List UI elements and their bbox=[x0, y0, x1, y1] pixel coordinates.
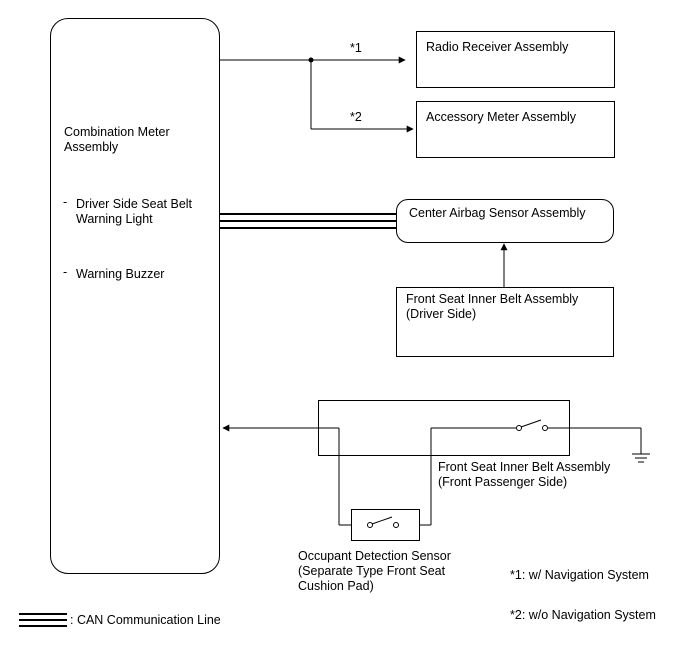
front-seat-passenger-box bbox=[318, 400, 570, 456]
warning-buzzer-label: Warning Buzzer bbox=[76, 267, 165, 281]
radio-receiver-label: Radio Receiver Assembly bbox=[426, 40, 569, 54]
front-seat-driver-box bbox=[396, 287, 614, 357]
combination-meter-box bbox=[50, 18, 220, 574]
legend-can-label: : CAN Communication Line bbox=[70, 613, 221, 627]
bullet-2: - bbox=[63, 265, 68, 279]
note-2: *2: w/o Navigation System bbox=[510, 608, 656, 622]
radio-receiver-box bbox=[416, 31, 615, 88]
accessory-meter-box bbox=[416, 101, 615, 158]
combination-meter-title-line1: Combination Meter bbox=[64, 125, 170, 139]
marker-1: *1 bbox=[350, 41, 362, 55]
bullet-1: - bbox=[63, 195, 68, 209]
front-seat-driver-line2: (Driver Side) bbox=[406, 307, 477, 321]
front-seat-driver-line1: Front Seat Inner Belt Assembly bbox=[406, 292, 579, 306]
accessory-meter-label: Accessory Meter Assembly bbox=[426, 110, 577, 124]
marker-2: *2 bbox=[350, 110, 362, 124]
driver-seat-belt-light-line1: Driver Side Seat Belt bbox=[76, 197, 193, 211]
occupant-sensor-box bbox=[351, 509, 420, 541]
occupant-sensor-line3: Cushion Pad) bbox=[298, 579, 374, 593]
occupant-switch-icon bbox=[367, 516, 399, 528]
legend-can-icon bbox=[19, 613, 67, 627]
center-airbag-label: Center Airbag Sensor Assembly bbox=[409, 206, 586, 220]
can-line bbox=[219, 213, 396, 229]
occupant-sensor-line2: (Separate Type Front Seat bbox=[298, 564, 446, 578]
front-seat-passenger-line2: (Front Passenger Side) bbox=[438, 475, 568, 489]
occupant-sensor-line1: Occupant Detection Sensor bbox=[298, 549, 451, 563]
ground-icon bbox=[632, 428, 650, 463]
front-seat-passenger-line1: Front Seat Inner Belt Assembly bbox=[438, 460, 611, 474]
combination-meter-title-line2: Assembly bbox=[64, 140, 119, 154]
center-airbag-box bbox=[396, 199, 614, 243]
driver-seat-belt-light-line2: Warning Light bbox=[76, 212, 153, 226]
note-1: *1: w/ Navigation System bbox=[510, 568, 649, 582]
buckle-switch-icon bbox=[516, 419, 548, 431]
